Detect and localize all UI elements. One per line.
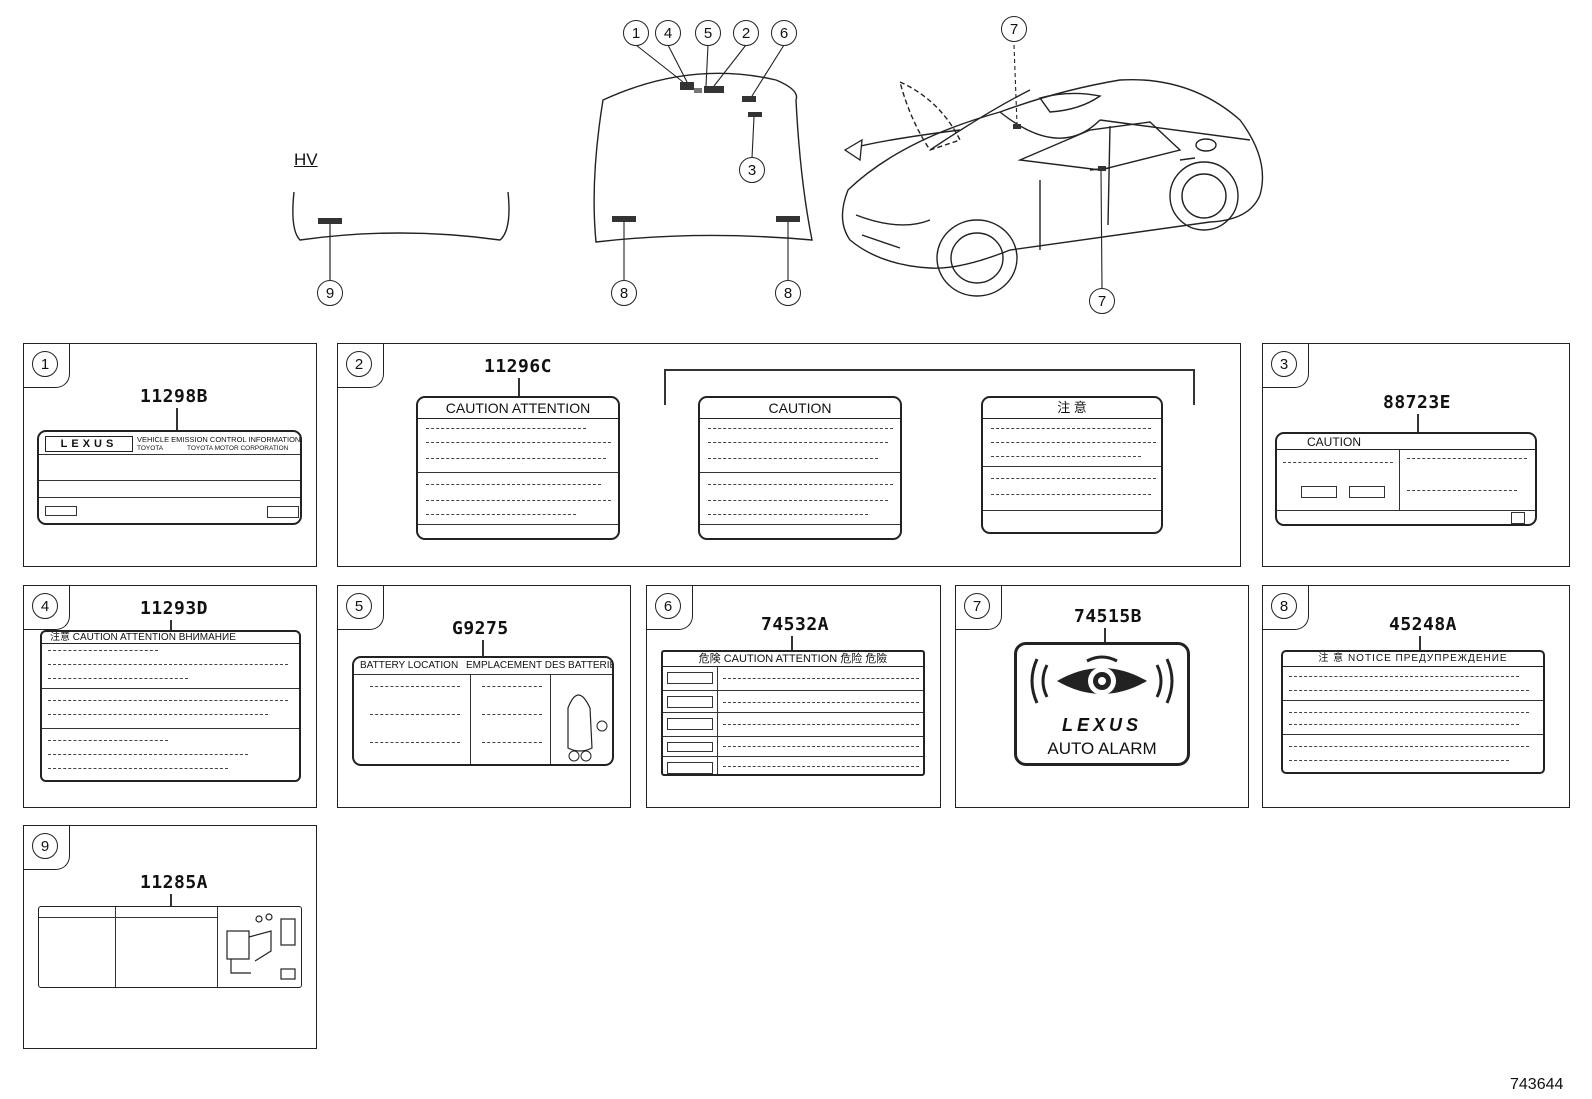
panel-tab: 4 — [24, 586, 70, 630]
label-11285A — [38, 906, 302, 988]
callout-7-top: 7 — [1001, 16, 1027, 42]
part-number: 11293D — [140, 598, 209, 619]
alarm-car-icon — [1030, 655, 1174, 704]
callout-8-right: 8 — [775, 280, 801, 306]
engine-diagram-icon — [226, 913, 296, 980]
panel-tab: 9 — [24, 826, 70, 870]
part-number: 74515B — [1074, 606, 1143, 627]
callout-8-left: 8 — [611, 280, 637, 306]
hv-label: HV — [294, 150, 318, 169]
panel-3: 3 88723E CAUTION — [1262, 343, 1570, 567]
part-number: 45248A — [1389, 614, 1458, 635]
label-11298B: LEXUS VEHICLE EMISSION CONTROL INFORMATI… — [37, 430, 302, 525]
part-number: G9275 — [452, 618, 509, 639]
label-11296C-jp: 注 意 — [981, 396, 1163, 534]
label-88723E: CAUTION — [1275, 432, 1537, 526]
car-top-view-icon — [567, 694, 608, 762]
hood-overview-illustration — [292, 44, 1264, 297]
lexus-logo: LEXUS — [45, 436, 133, 452]
part-number: 74532A — [761, 614, 830, 635]
callout-1: 1 — [623, 20, 649, 46]
auto-alarm-caption: AUTO ALARM — [1047, 739, 1157, 758]
panel-8: 8 45248A 注 意 NOTICE ПРЕДУПРЕЖДЕНИЕ — [1262, 585, 1570, 808]
panel-tab: 6 — [647, 586, 693, 630]
label-11293D: 注意 CAUTION ATTENTION ВНИМАНИЕ — [40, 630, 301, 782]
panel-tab: 5 — [338, 586, 384, 630]
part-number: 11285A — [140, 872, 209, 893]
label-11296C-en-fr: CAUTION ATTENTION — [416, 396, 620, 540]
panel-tab: 2 — [338, 344, 384, 388]
callout-2: 2 — [733, 20, 759, 46]
panel-2: 2 11296C CAUTION ATTENTION CAUTION 注 意 — [337, 343, 1241, 567]
panel-tab: 7 — [956, 586, 1002, 630]
part-number: 88723E — [1383, 392, 1452, 413]
panel-tab: 1 — [24, 344, 70, 388]
callout-7-bottom: 7 — [1089, 288, 1115, 314]
panel-5: 5 G9275 BATTERY LOCATION EMPLACEMENT DES… — [337, 585, 631, 808]
callout-4: 4 — [655, 20, 681, 46]
part-number: 11296C — [484, 356, 553, 377]
panel-7: 7 74515B LEXUS AUTO ALARM — [955, 585, 1249, 808]
callout-9: 9 — [317, 280, 343, 306]
callout-5: 5 — [695, 20, 721, 46]
label-45248A: 注 意 NOTICE ПРЕДУПРЕЖДЕНИЕ — [1281, 650, 1545, 774]
callout-3: 3 — [739, 157, 765, 183]
label-11296C-en: CAUTION — [698, 396, 902, 540]
part-number: 11298B — [140, 386, 209, 407]
label-74515B: LEXUS AUTO ALARM — [1014, 642, 1190, 766]
label-G9275: BATTERY LOCATION EMPLACEMENT DES BATTERI… — [352, 656, 614, 766]
callout-6: 6 — [771, 20, 797, 46]
lexus-logo: LEXUS — [1061, 715, 1142, 735]
panel-tab: 3 — [1263, 344, 1309, 388]
panel-tab: 8 — [1263, 586, 1309, 630]
panel-1: 1 11298B LEXUS VEHICLE EMISSION CONTROL … — [23, 343, 317, 567]
panel-9: 9 11285A — [23, 825, 317, 1049]
panel-4: 4 11293D 注意 CAUTION ATTENTION ВНИМАНИЕ — [23, 585, 317, 808]
diagram-reference-number: 743644 — [1510, 1076, 1564, 1093]
label-74532A: 危険 CAUTION ATTENTION 危险 危險 — [661, 650, 925, 776]
panel-6: 6 74532A 危険 CAUTION ATTENTION 危险 危險 — [646, 585, 941, 808]
